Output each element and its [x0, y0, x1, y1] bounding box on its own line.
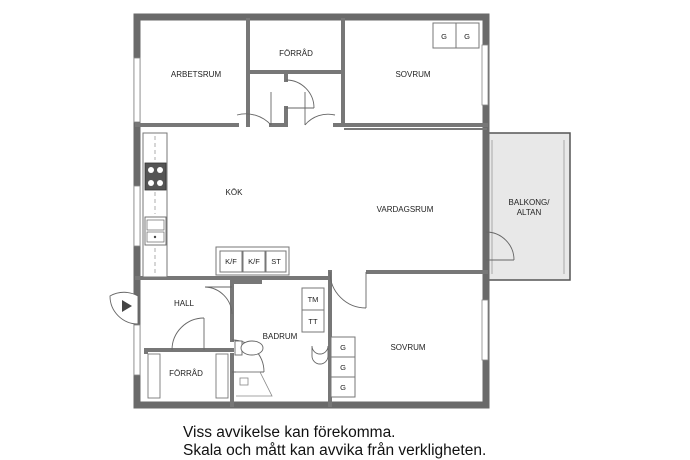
storage-shelf: [147, 353, 229, 399]
wardrobe-bottom-3-label: G: [340, 383, 346, 392]
floor-plan: K/F K/F ST G G G G G TM TT ARBETSRUM FÖR…: [109, 13, 571, 409]
room-label-badrum: BADRUM: [263, 332, 298, 341]
wardrobe-top-2-label: G: [464, 32, 470, 41]
toilet-icon: [234, 340, 264, 356]
balcony-area: [485, 132, 571, 281]
shower-icon: [236, 371, 273, 397]
appliance-row: [215, 246, 290, 276]
room-label-forrad-bottom: FÖRRÅD: [169, 369, 203, 378]
bathroom-sink-icon: [311, 345, 329, 365]
disclaimer-line-2: Skala och mått kan avvika från verklighe…: [183, 442, 487, 459]
room-label-sovrum-top: SOVRUM: [395, 70, 430, 79]
storage-label: ST: [271, 257, 281, 266]
sink-icon: [144, 216, 167, 246]
wardrobe-top-1-label: G: [441, 32, 447, 41]
room-label-kok: KÖK: [226, 188, 244, 197]
room-label-balkong-2: ALTAN: [517, 208, 542, 217]
fridge-freezer-label-1: K/F: [225, 257, 237, 266]
room-label-vardagsrum: VARDAGSRUM: [377, 205, 434, 214]
washer-label: TM: [308, 295, 319, 304]
fridge-freezer-label-2: K/F: [248, 257, 260, 266]
room-label-sovrum-bottom: SOVRUM: [390, 343, 425, 352]
kitchen-counter: [142, 132, 168, 278]
room-label-hall: HALL: [174, 299, 195, 308]
wardrobe-bottom-1-label: G: [340, 343, 346, 352]
wardrobe-bottom-2-label: G: [340, 363, 346, 372]
laundry-group: [301, 287, 325, 333]
windows: [133, 44, 489, 376]
disclaimer-line-1: Viss avvikelse kan förekomma.: [183, 424, 396, 441]
entrance-door: [109, 291, 139, 325]
wardrobe-top-group: [432, 22, 480, 49]
dryer-label: TT: [308, 317, 318, 326]
room-label-forrad-top: FÖRRÅD: [279, 49, 313, 58]
room-label-balkong-1: BALKONG/: [509, 198, 551, 207]
stove-icon: [144, 162, 167, 191]
wardrobe-bottom-group: [330, 336, 356, 398]
room-label-arbetsrum: ARBETSRUM: [171, 70, 222, 79]
